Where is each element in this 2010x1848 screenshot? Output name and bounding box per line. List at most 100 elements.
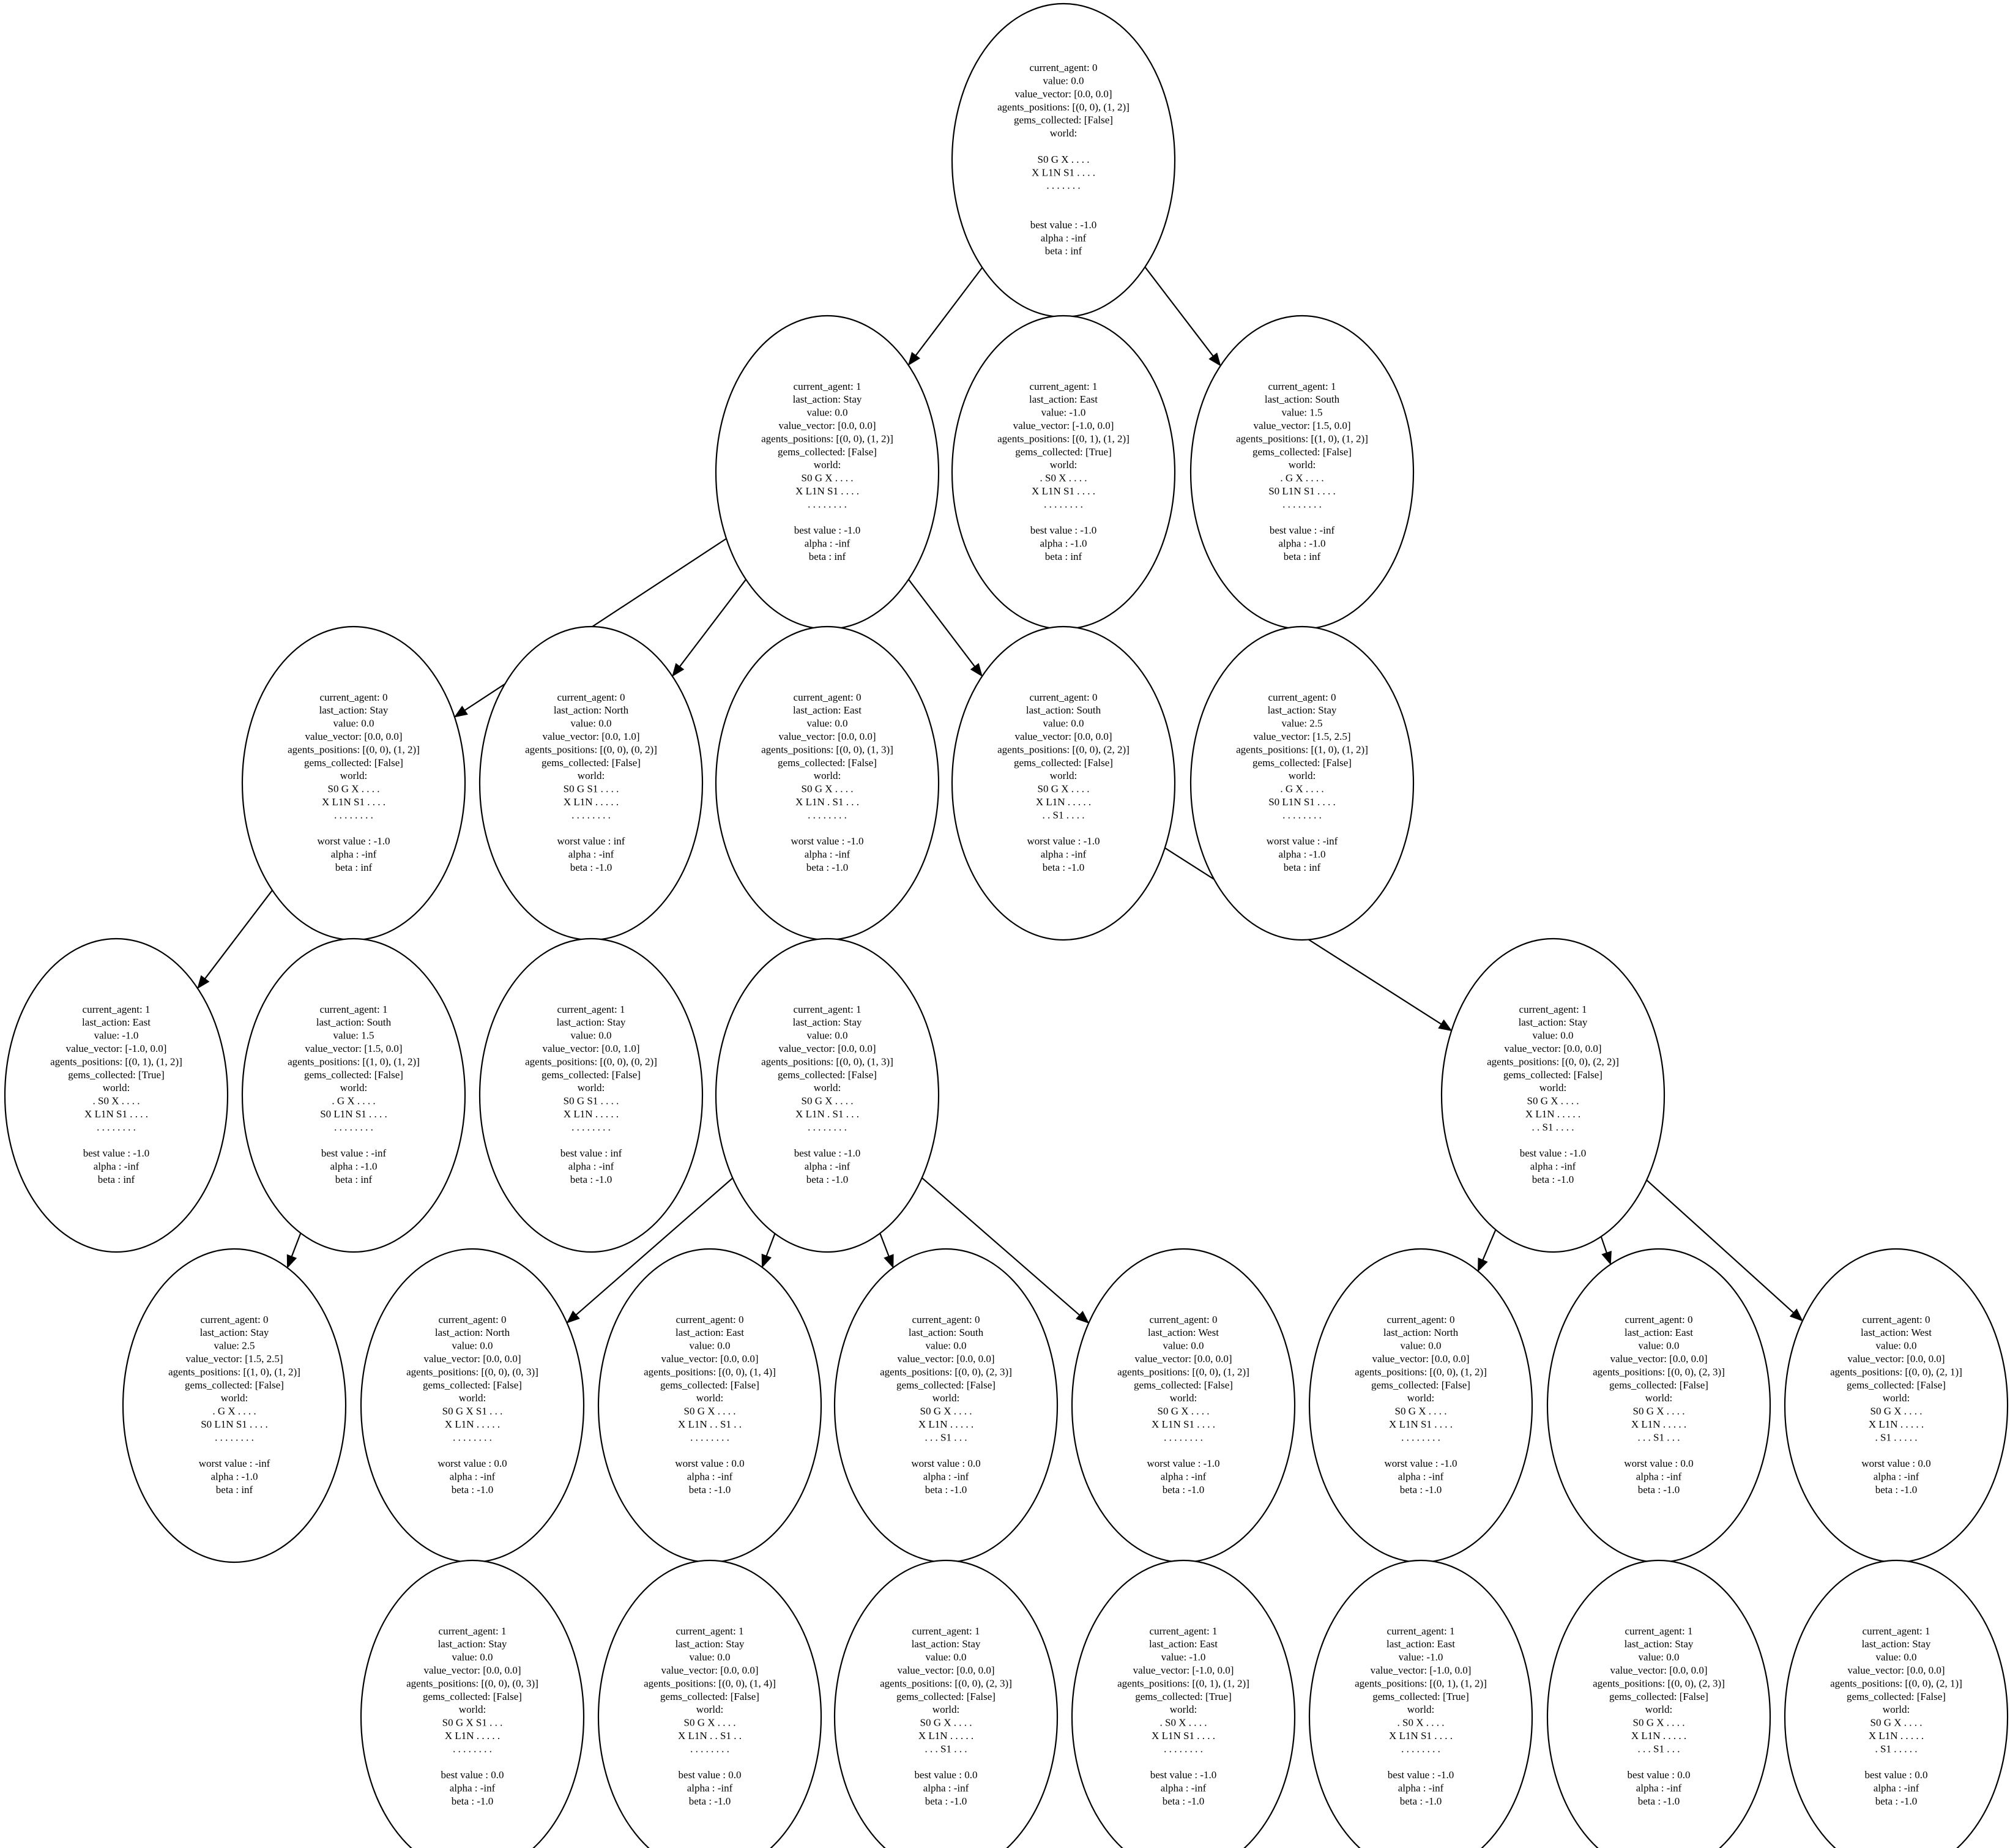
node-text-line: value_vector: [-1.0, 0.0] [1013, 420, 1114, 431]
node-text-line: alpha : -inf [923, 1471, 969, 1483]
node-text-line: value_vector: [0.0, 1.0] [542, 1043, 639, 1054]
arrowhead-n12-n15 [566, 1310, 580, 1324]
node-ellipse [241, 937, 466, 1253]
node-text-line: value: -1.0 [1399, 1652, 1443, 1663]
node-ellipse [360, 1559, 585, 1848]
node-text-line: agents_positions: [(0, 0), (1, 2)] [1117, 1366, 1249, 1377]
node-text-line: S0 G S1 . . . . [564, 783, 619, 795]
node-text-line: beta : -1.0 [570, 1174, 612, 1185]
node-text-line: gems_collected: [False] [778, 757, 877, 769]
node-text-line: best value : 0.0 [1865, 1769, 1928, 1781]
node-text-line: best value : inf [560, 1147, 622, 1159]
node-text-line: worst value : inf [557, 835, 625, 847]
node-text-line: value: 0.0 [925, 1652, 966, 1663]
node-text-line: world: [459, 1392, 486, 1404]
node-ellipse [1189, 625, 1415, 941]
node-text-line: world: [1289, 459, 1316, 471]
node-ellipse [1308, 1559, 1533, 1848]
arrowhead-n0-n3 [1208, 352, 1221, 367]
node-text-line: value_vector: [0.0, 0.0] [778, 1043, 876, 1054]
node-text-line: gems_collected: [False] [1847, 1379, 1946, 1391]
node-text-line: current_agent: 0 [912, 1314, 980, 1325]
node-text-line: alpha : -inf [1874, 1471, 1919, 1483]
node-text-line: world: [1050, 127, 1077, 139]
node-text-line: beta : inf [335, 862, 373, 873]
node-text-line: alpha : -inf [568, 1161, 614, 1172]
node-text-line: value_vector: [0.0, 0.0] [1504, 1043, 1601, 1054]
arrowhead-n10-n14 [286, 1254, 297, 1269]
node-text-line: S0 G X . . . . [1870, 1717, 1922, 1729]
node-text-line: value_vector: [0.0, 0.0] [1134, 1353, 1232, 1365]
node-text-line: last_action: Stay [200, 1327, 269, 1338]
node-text-line: value: 0.0 [1163, 1340, 1204, 1352]
node-text-line: agents_positions: [(1, 0), (1, 2)] [168, 1366, 300, 1377]
node-text-line: . . . . . . . . [1401, 1431, 1440, 1443]
node-text-line: . . . . . . . . [808, 809, 847, 821]
node-text-line: agents_positions: [(0, 0), (1, 2)] [1355, 1366, 1487, 1377]
node-text-line: worst value : 0.0 [675, 1458, 744, 1469]
node-ellipse [1071, 1559, 1296, 1848]
node-text-line: current_agent: 0 [1030, 691, 1098, 703]
node-text-line: gems_collected: [False] [778, 1069, 877, 1081]
edge-n12-n18 [921, 1177, 1080, 1316]
node-text-line: beta : inf [1284, 862, 1321, 873]
node-text-line: value: 0.0 [1400, 1340, 1441, 1352]
node-text-line: gems_collected: [False] [660, 1379, 759, 1391]
node-text-line: last_action: Stay [793, 1016, 862, 1028]
node-text-line: X L1N . S1 . . . [795, 1108, 859, 1120]
node-text-line: agents_positions: [(0, 0), (2, 1)] [1830, 1677, 1962, 1689]
node-text-line: . . . S1 . . . [925, 1743, 967, 1754]
node-text-line: world: [1883, 1704, 1910, 1715]
node-text-line: alpha : -inf [1398, 1471, 1444, 1483]
node-text-line: world: [459, 1704, 486, 1715]
node-text-line: . G X . . . . [332, 1095, 375, 1107]
node-text-line: value: 0.0 [1875, 1340, 1916, 1352]
node-text-line: S0 G X . . . . [1632, 1717, 1684, 1729]
node-text-line: current_agent: 1 [1863, 1625, 1930, 1637]
edge-n13-n20 [1600, 1236, 1607, 1253]
node-text-line: X L1N . . . . . [918, 1418, 973, 1430]
node-text-line: current_agent: 0 [676, 1314, 744, 1325]
node-text-line: alpha : -inf [450, 1783, 496, 1794]
node-text-line: last_action: North [435, 1327, 510, 1338]
node-text-line: value_vector: [0.0, 0.0] [1372, 1353, 1469, 1365]
node-text-line: . . . . . . . . [571, 809, 611, 821]
node-text-line: alpha : -inf [1874, 1783, 1919, 1794]
node-text-line: alpha : -inf [687, 1783, 733, 1794]
node-text-line: gems_collected: [False] [1609, 1691, 1708, 1702]
node-text-line: beta : -1.0 [925, 1795, 967, 1807]
node-text-line: X L1N . . . . . [1631, 1730, 1686, 1742]
node-text-line: value: 0.0 [1638, 1652, 1679, 1663]
node-text-line: worst value : -inf [1267, 835, 1338, 847]
node-text-line: alpha : -inf [1636, 1783, 1682, 1794]
node-text-line: best value : -1.0 [794, 524, 861, 536]
node-text-line: agents_positions: [(0, 0), (2, 2)] [997, 743, 1130, 755]
arrowhead-n4-n9 [197, 975, 210, 989]
node-text-line: X L1N . S1 . . . [795, 796, 859, 808]
node-text-line: gems_collected: [False] [1847, 1691, 1946, 1702]
node-text-line: last_action: Stay [676, 1638, 745, 1650]
node-text-line: S0 G X . . . . [1037, 154, 1089, 165]
node-text-line: . S0 X . . . . [1398, 1717, 1445, 1729]
node-text-line: beta : -1.0 [1043, 862, 1084, 873]
node-text-line: beta : -1.0 [1638, 1484, 1680, 1496]
node-text-line: current_agent: 0 [557, 691, 625, 703]
node-text-line: worst value : -1.0 [1385, 1458, 1457, 1469]
node-text-line: gems_collected: [False] [1253, 757, 1352, 769]
edge-n1-n5 [679, 579, 746, 667]
node-text-line: agents_positions: [(0, 0), (1, 4)] [644, 1677, 776, 1689]
node-text-line: world: [696, 1704, 723, 1715]
node-text-line: agents_positions: [(0, 0), (1, 2)] [997, 101, 1130, 113]
node-text-line: . . . . . . . . [1282, 498, 1322, 510]
node-text-line: beta : -1.0 [1638, 1795, 1680, 1807]
